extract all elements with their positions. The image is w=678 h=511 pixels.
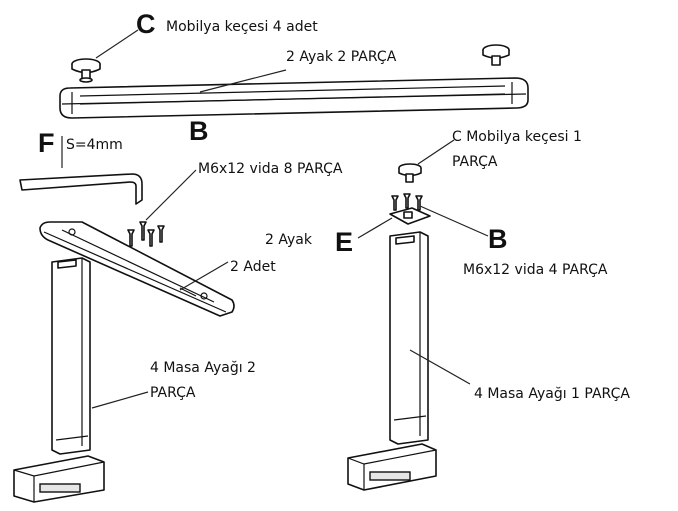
label-foot-2-adet: 2 Adet — [230, 259, 276, 275]
felt-pad-left — [71, 58, 101, 83]
right-felt-pad — [398, 163, 422, 183]
left-table-leg — [13, 257, 105, 503]
leader-foot-2-adet — [179, 261, 229, 291]
label-foot-bar-2: 2 Ayak 2 PARÇA — [286, 49, 397, 65]
leader-felt-4 — [95, 29, 139, 59]
leader-screw-8 — [145, 169, 197, 221]
leader-foot-2-ayak — [357, 217, 393, 239]
letter-f: F — [38, 128, 55, 158]
leader-foot-bar-2 — [199, 69, 287, 93]
label-foot-2-ayak: 2 Ayak — [265, 232, 312, 248]
label-leg-2-line2: PARÇA — [150, 385, 196, 401]
label-felt-1-line1: C Mobilya keçesi 1 — [452, 129, 582, 145]
leader-leg-2 — [91, 391, 149, 409]
left-screws — [127, 221, 165, 247]
mounting-plate — [389, 207, 431, 225]
label-leg-1: 4 Masa Ayağı 1 PARÇA — [474, 386, 630, 402]
leader-leg-1 — [409, 349, 471, 385]
felt-pad-right — [482, 44, 510, 66]
leader-felt-1 — [417, 139, 455, 165]
letter-b-left: B — [189, 116, 209, 146]
left-foot-bar — [39, 221, 235, 317]
hex-key — [19, 173, 143, 205]
right-table-leg — [347, 231, 437, 491]
label-screw-4: M6x12 vida 4 PARÇA — [463, 262, 608, 278]
label-felt-4: Mobilya keçesi 4 adet — [166, 19, 318, 35]
letter-c-top: C — [136, 9, 156, 39]
top-foot-bar — [59, 77, 529, 119]
label-leg-2-line1: 4 Masa Ayağı 2 — [150, 360, 256, 376]
label-hex-size: S=4mm — [66, 137, 123, 153]
label-screw-8: M6x12 vida 8 PARÇA — [198, 161, 343, 177]
label-felt-1-line2: PARÇA — [452, 154, 498, 170]
leader-screw-4 — [419, 205, 489, 237]
letter-e: E — [335, 227, 354, 257]
letter-b-right: B — [488, 224, 508, 254]
right-screws — [391, 193, 423, 211]
